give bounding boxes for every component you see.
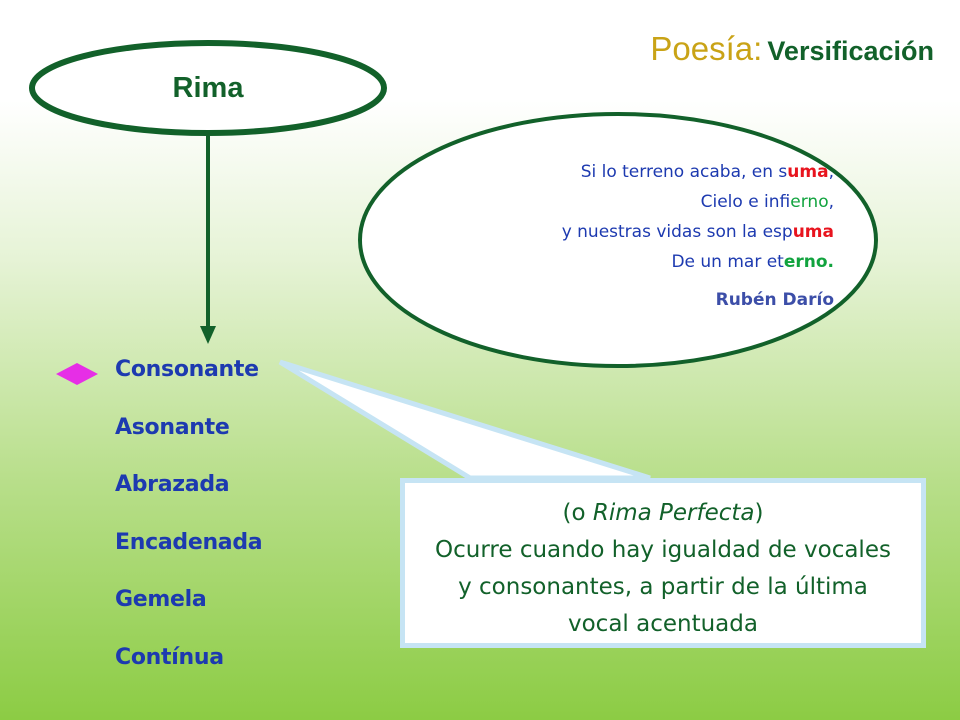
rima-oval xyxy=(29,40,387,136)
poem-line: Si lo terreno acaba, en suma, xyxy=(580,162,834,182)
rhyme-type-gemela[interactable]: Gemela xyxy=(115,587,207,612)
callout-heading: (o Rima Perfecta) xyxy=(562,500,764,526)
poem-oval xyxy=(358,112,878,368)
arrow-head xyxy=(200,326,216,344)
title-main: Poesía: xyxy=(650,30,763,67)
rhyme-type-list: Consonante Asonante Abrazada Encadenada … xyxy=(115,352,263,697)
rhyme-type-encadenada[interactable]: Encadenada xyxy=(115,529,263,555)
poem-line: y nuestras vidas son la espuma xyxy=(561,222,834,242)
definition-callout: (o Rima Perfecta) Ocurre cuando hay igua… xyxy=(400,478,926,648)
diamond-icon xyxy=(56,363,98,385)
poem-block: Si lo terreno acaba, en suma, Cielo e in… xyxy=(380,157,834,315)
callout-pointer xyxy=(278,359,651,481)
slide-title: Poesía: Versificación xyxy=(650,30,934,68)
poem-author: Rubén Darío xyxy=(715,290,834,310)
poem-line: De un mar eterno. xyxy=(671,252,834,272)
callout-line: vocal acentuada xyxy=(568,611,758,637)
callout-line: y consonantes, a partir de la última xyxy=(458,574,868,600)
callout-line: Ocurre cuando hay igualdad de vocales xyxy=(435,537,891,563)
rhyme-type-asonante[interactable]: Asonante xyxy=(115,414,230,440)
title-sub: Versificación xyxy=(767,36,934,66)
poem-line: Cielo e infierno, xyxy=(700,192,834,212)
rhyme-type-consonante[interactable]: Consonante xyxy=(115,357,259,382)
rima-label: Rima xyxy=(172,71,244,104)
rhyme-type-continua[interactable]: Contínua xyxy=(115,644,224,670)
rhyme-type-abrazada[interactable]: Abrazada xyxy=(115,472,230,497)
